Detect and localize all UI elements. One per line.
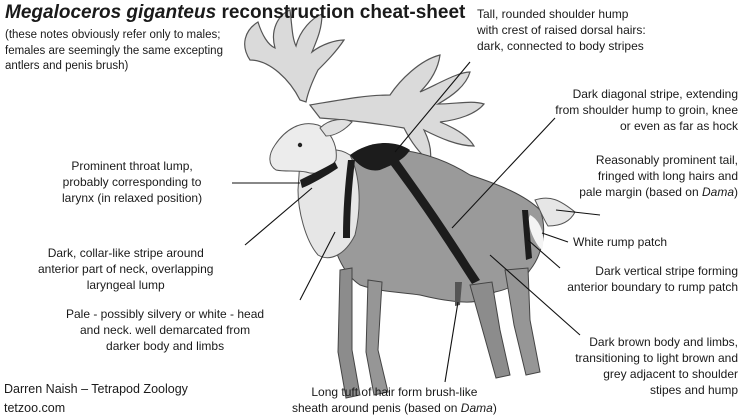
label-line: Reasonably prominent tail, <box>595 153 738 167</box>
pointer-lines <box>232 61 601 383</box>
label-line: pale margin (based on Dama) <box>579 184 738 200</box>
label-line: Dark, collar-like stripe around <box>47 246 204 260</box>
head <box>269 123 337 174</box>
pointer-rump-patch <box>541 232 569 243</box>
label-throat-lump: Prominent throat lump, probably correspo… <box>62 158 202 206</box>
hind-leg-right <box>504 267 541 376</box>
shoulder-hump <box>350 143 410 171</box>
label-line: sheath around penis (based on Dama) <box>292 400 497 416</box>
front-leg-right <box>365 279 389 396</box>
label-line: and neck. well demarcated from <box>80 323 251 337</box>
pointer-shoulder-hump <box>394 61 471 153</box>
tail <box>534 197 576 227</box>
label-line: transitioning to light brown and <box>575 351 738 365</box>
label-text: ) <box>734 185 738 199</box>
subtitle-note: (these notes obviously refer only to mal… <box>5 28 223 75</box>
ear <box>319 119 353 137</box>
rump-patch <box>528 215 544 250</box>
label-line: Dark diagonal stripe, extending <box>572 87 738 101</box>
title-rest: reconstruction cheat-sheet <box>216 2 466 23</box>
label-shoulder-hump: Tall, rounded shoulder hump with crest o… <box>477 6 646 54</box>
diagonal-stripe <box>387 155 480 284</box>
credit-author: Darren Naish – Tetrapod Zoology <box>4 382 188 396</box>
label-head-neck: Pale - possibly silvery or white - head … <box>66 306 264 354</box>
label-line: fringed with long hairs and <box>597 169 738 183</box>
subtitle-line: (these notes obviously refer only to mal… <box>5 29 221 41</box>
pointer-diagonal-stripe <box>451 117 556 229</box>
deer-body <box>269 119 576 399</box>
label-line: Dark brown body and limbs, <box>589 335 738 349</box>
front-leg-left <box>337 267 361 399</box>
label-genus: Dama <box>460 401 493 415</box>
subtitle-line: antlers and penis brush) <box>5 60 129 72</box>
vertical-stripe <box>522 210 532 260</box>
pointer-collar <box>244 187 313 246</box>
collar-stripe <box>300 162 338 188</box>
label-line: Long tuft of hair form brush-like <box>311 385 478 399</box>
eye <box>297 142 303 148</box>
label-line: Pale - possibly silvery or white - head <box>66 307 265 321</box>
label-line: Dark vertical stripe forming <box>595 264 738 278</box>
pointer-vertical-stripe <box>527 239 561 269</box>
pointer-tail <box>555 209 601 216</box>
label-body-limbs: Dark brown body and limbs, transitioning… <box>575 334 738 398</box>
label-line: Tall, rounded shoulder hump <box>477 7 629 21</box>
pointer-head-neck <box>299 231 336 301</box>
label-line: darker body and limbs <box>106 339 225 353</box>
label-line: White rump patch <box>573 235 668 249</box>
label-tail: Reasonably prominent tail, fringed with … <box>579 152 738 200</box>
title-species: Megaloceros giganteus <box>5 2 217 23</box>
label-diagonal-stripe: Dark diagonal stripe, extending from sho… <box>555 86 738 134</box>
label-line: stipes and hump <box>649 383 738 397</box>
label-line: dark, connected to body stripes <box>477 39 644 53</box>
diagram-title: Megaloceros giganteus reconstruction che… <box>5 2 465 24</box>
label-line: anterior boundary to rump patch <box>567 280 738 294</box>
label-line: Prominent throat lump, <box>71 159 193 173</box>
label-text: ) <box>492 401 497 415</box>
label-vertical-stripe: Dark vertical stripe forming anterior bo… <box>567 263 738 295</box>
label-rump-patch: White rump patch <box>573 234 667 250</box>
label-genus: Dama <box>701 185 734 199</box>
label-line: laryngeal lump <box>86 278 165 292</box>
label-penis-tuft: Long tuft of hair form brush-like sheath… <box>292 384 497 416</box>
label-line: larynx (in relaxed position) <box>62 191 203 205</box>
label-text: sheath around penis (based on <box>292 401 461 415</box>
penis-tuft <box>455 282 462 306</box>
label-line: probably corresponding to <box>62 175 202 189</box>
label-line: with crest of raised dorsal hairs: <box>477 23 646 37</box>
pointer-penis-tuft <box>444 301 459 383</box>
credit-site: tetzoo.com <box>4 401 66 415</box>
label-collar: Dark, collar-like stripe around anterior… <box>38 245 213 293</box>
pointer-body-limbs <box>489 254 581 336</box>
label-line: grey adjacent to shoulder <box>603 367 738 381</box>
label-line: anterior part of neck, overlapping <box>38 262 214 276</box>
subtitle-line: females are seemingly the same excepting <box>5 44 223 57</box>
shoulder-stripe <box>343 160 355 238</box>
label-line: from shoulder hump to groin, knee <box>555 103 738 117</box>
label-line: or even as far as hock <box>619 119 738 133</box>
hind-leg-left <box>469 281 511 379</box>
label-text: pale margin (based on <box>579 185 702 199</box>
